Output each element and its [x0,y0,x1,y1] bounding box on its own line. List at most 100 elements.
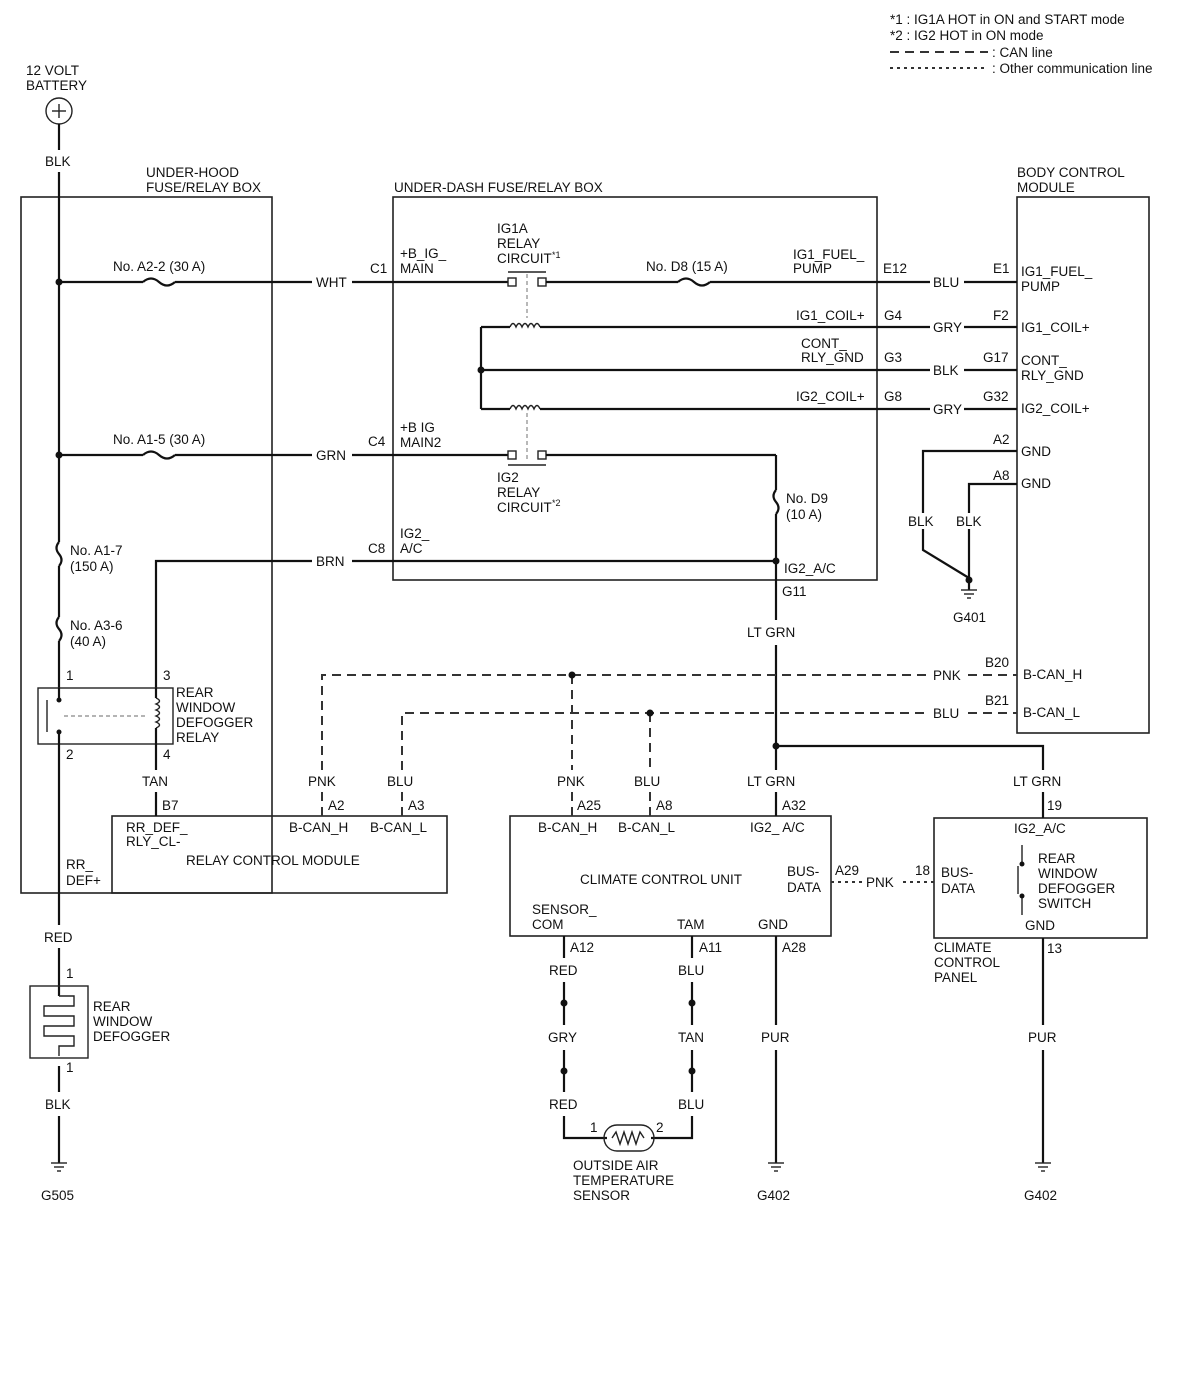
ccu-wire-pnk: PNK [557,774,585,789]
bcm-gnd-blk-1: BLK [908,514,934,529]
sensor-com-connector-1 [560,999,568,1007]
ccu-bus-1: BUS- [787,864,819,879]
defogger-relay-box [37,687,174,745]
ccu-title: CLIMATE CONTROL UNIT [580,872,742,887]
ig1a-note: *1 [552,250,561,260]
ccu-wire-blu: BLU [634,774,660,789]
bcm-pin-f2: F2 [993,308,1009,323]
ig2-relay: IG2 RELAY CIRCUIT *2 No. D9 (10 A) [497,404,828,561]
wire-lt-grn-mid: LT GRN [747,774,795,789]
bcm-coil1-label: IG1_COIL+ [1021,320,1090,335]
defogger-name-1: REAR [93,999,131,1014]
battery-wire-color: BLK [45,154,71,169]
rear-window-defogger: RED 1 1 REAR WINDOW DEFOGGER BLK G505 [29,930,171,1203]
ig2-label-3: CIRCUIT [497,500,552,515]
rcm-pin-b7: B7 [162,798,179,813]
wire-brn: BRN [316,554,345,569]
bcm-pin-b20: B20 [985,655,1009,670]
g401-junction [965,576,973,584]
bcm-gnd-label-1: GND [1021,444,1051,459]
bcm-ground: BLK BLK G401 [905,449,1017,625]
relay-name-1: REAR [176,685,214,700]
lt-grn-branch [776,744,1045,770]
ccu-pin-a32: A32 [782,798,806,813]
bcm-pin-e1: E1 [993,261,1010,276]
bcm-bcanh: B-CAN_H [1023,667,1082,682]
cont-label-1: CONT_ [801,336,847,351]
oat-red-1: RED [549,963,578,978]
cont-label-2: RLY_GND [801,350,864,365]
ig2-ac-circuit: BRN C8 IG2_ A/C IG2_A/C G11 LT GRN LT GR… [154,526,1061,818]
ccp-switch-2: WINDOW [1038,866,1097,881]
ig1a-contact-left [507,277,517,287]
ig1a-coil-icon [509,322,541,329]
ccp-title-2: CONTROL [934,955,1000,970]
ccp-gnd: GND [1025,918,1055,933]
fuse-a1-7-icon [55,541,63,567]
connector-c1: C1 [370,261,387,276]
ig2-ac-label-2: A/C [400,541,423,556]
connector-c4: C4 [368,434,386,449]
defogger-box [29,985,89,1059]
pin-g4: G4 [884,308,903,323]
defogger-name-2: WINDOW [93,1014,152,1029]
ccu-pin-a25: A25 [577,798,601,813]
rcm-pin-a2: A2 [328,798,345,813]
rcm-rr-def-2: RLY_CL- [126,834,181,849]
ccp-wire-pur: PUR [1028,1030,1057,1045]
ccu-wire-pur: PUR [761,1030,790,1045]
ig2-ac-out-label: IG2_A/C [784,561,836,576]
pin-g3: G3 [884,350,902,365]
ig2-coil-label: IG2_COIL+ [796,389,865,404]
ccu-bcanl: B-CAN_L [618,820,676,835]
wire-grn: GRN [316,448,346,463]
bcm-title-1: BODY CONTROL [1017,165,1125,180]
climate-control-unit: PNK BLU A25 B-CAN_H A8 B-CAN_L A32 IG2_ … [532,774,859,955]
fuse-a2-2-label: No. A2-2 (30 A) [113,259,205,274]
wire-lt-grn-top: LT GRN [747,625,795,640]
ig2-coil-icon [509,404,541,411]
relay-name-4: RELAY [176,730,219,745]
ccu-gnd: GND [758,917,788,932]
relay-pin-1: 1 [66,668,74,683]
ig2-ac-label-1: IG2_ [400,526,430,541]
ccu-box [509,815,832,937]
fuse-a1-7-label-1: No. A1-7 [70,543,123,558]
bcm-fuel-label-1: IG1_FUEL_ [1021,264,1093,279]
bcm-links: BLU GRY BLK GRY [710,275,1017,417]
ig1a-label-2: RELAY [497,236,540,251]
underdash-box [392,196,878,581]
fuse-a1-5-label: No. A1-5 (30 A) [113,432,205,447]
bcm-pin-a2: A2 [993,432,1010,447]
ccu-pin-a28: A28 [782,940,806,955]
relay-coil-icon [154,697,161,729]
bcm-pin-a8: A8 [993,468,1010,483]
bcm-pin-g32: G32 [983,389,1009,404]
oat-blu-1: BLU [678,963,704,978]
tam-connector-1 [688,999,696,1007]
connector-c8: C8 [368,541,385,556]
b-ig-main2-label-1: +B IG [400,420,435,435]
oat-gry: GRY [548,1030,577,1045]
battery-bus: No. A1-7 (150 A) No. A3-6 (40 A) [55,172,123,688]
bcm-fuel-label-2: PUMP [1021,279,1060,294]
ground-g401: G401 [953,610,986,625]
fuse-d9-label-1: No. D9 [786,491,828,506]
bcm-gnd-label-2: GND [1021,476,1051,491]
ccu-pin-a11: A11 [699,940,722,955]
rcm-wire-blu: BLU [387,774,413,789]
oat-pin-2: 2 [656,1120,664,1135]
fuse-d8-icon [677,277,711,287]
ig1a-contact-right [537,277,547,287]
rcm-bcanh: B-CAN_H [289,820,348,835]
bcm-pin-b21: B21 [985,693,1009,708]
ccu-sensor-2: COM [532,917,564,932]
bcm-cont-label-1: CONT_ [1021,353,1067,368]
defogger-name-3: DEFOGGER [93,1029,171,1044]
can-l-line [401,712,928,770]
legend: *1 : IG1A HOT in ON and START mode *2 : … [890,12,1153,76]
ccu-bcanh: B-CAN_H [538,820,597,835]
bcm-gnd-wire-1 [921,449,1017,579]
ig1-fuel-pump-label-2: PUMP [793,261,832,276]
